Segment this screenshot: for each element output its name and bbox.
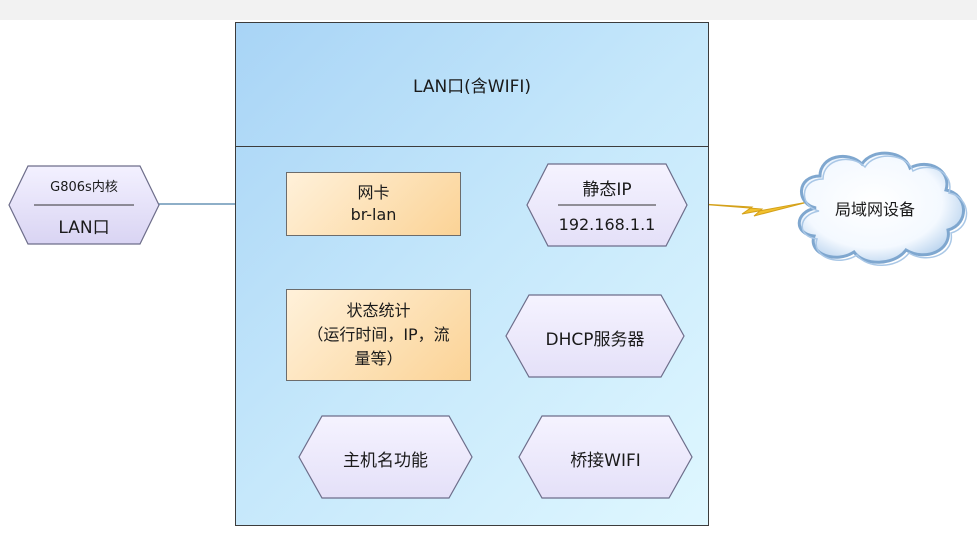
hostname-label: 主机名功能 (343, 451, 428, 471)
g806s-kernel-node: G806s内核 LAN口 (8, 165, 160, 245)
lan-devices-cloud: 局域网设备 (790, 146, 977, 268)
panel-title: LAN口(含WIFI) (236, 23, 708, 147)
status-detail-line2: 量等） (354, 349, 403, 368)
status-title: 状态统计 (346, 301, 411, 320)
cloud-label: 局域网设备 (834, 200, 915, 219)
static-ip-node: 静态IP 192.168.1.1 (526, 163, 688, 247)
lan-port-label: LAN口 (58, 218, 110, 238)
top-strip (0, 0, 977, 20)
nic-box: 网卡 br-lan (286, 172, 461, 236)
hostname-node: 主机名功能 (298, 415, 473, 499)
kernel-title: G806s内核 (50, 180, 118, 195)
static-ip-value: 192.168.1.1 (558, 215, 656, 234)
dhcp-label: DHCP服务器 (545, 330, 645, 350)
bridge-wifi-node: 桥接WIFI (518, 415, 693, 499)
static-ip-title: 静态IP (582, 180, 632, 200)
status-stats-box: 状态统计 （运行时间，IP，流 量等） (286, 289, 471, 381)
status-detail-line1: （运行时间，IP，流 (307, 325, 450, 344)
nic-label: 网卡 (357, 183, 390, 202)
bridge-wifi-label: 桥接WIFI (570, 451, 641, 471)
cloud-icon (797, 151, 968, 266)
nic-interface: br-lan (350, 205, 397, 224)
dhcp-server-node: DHCP服务器 (505, 294, 685, 378)
